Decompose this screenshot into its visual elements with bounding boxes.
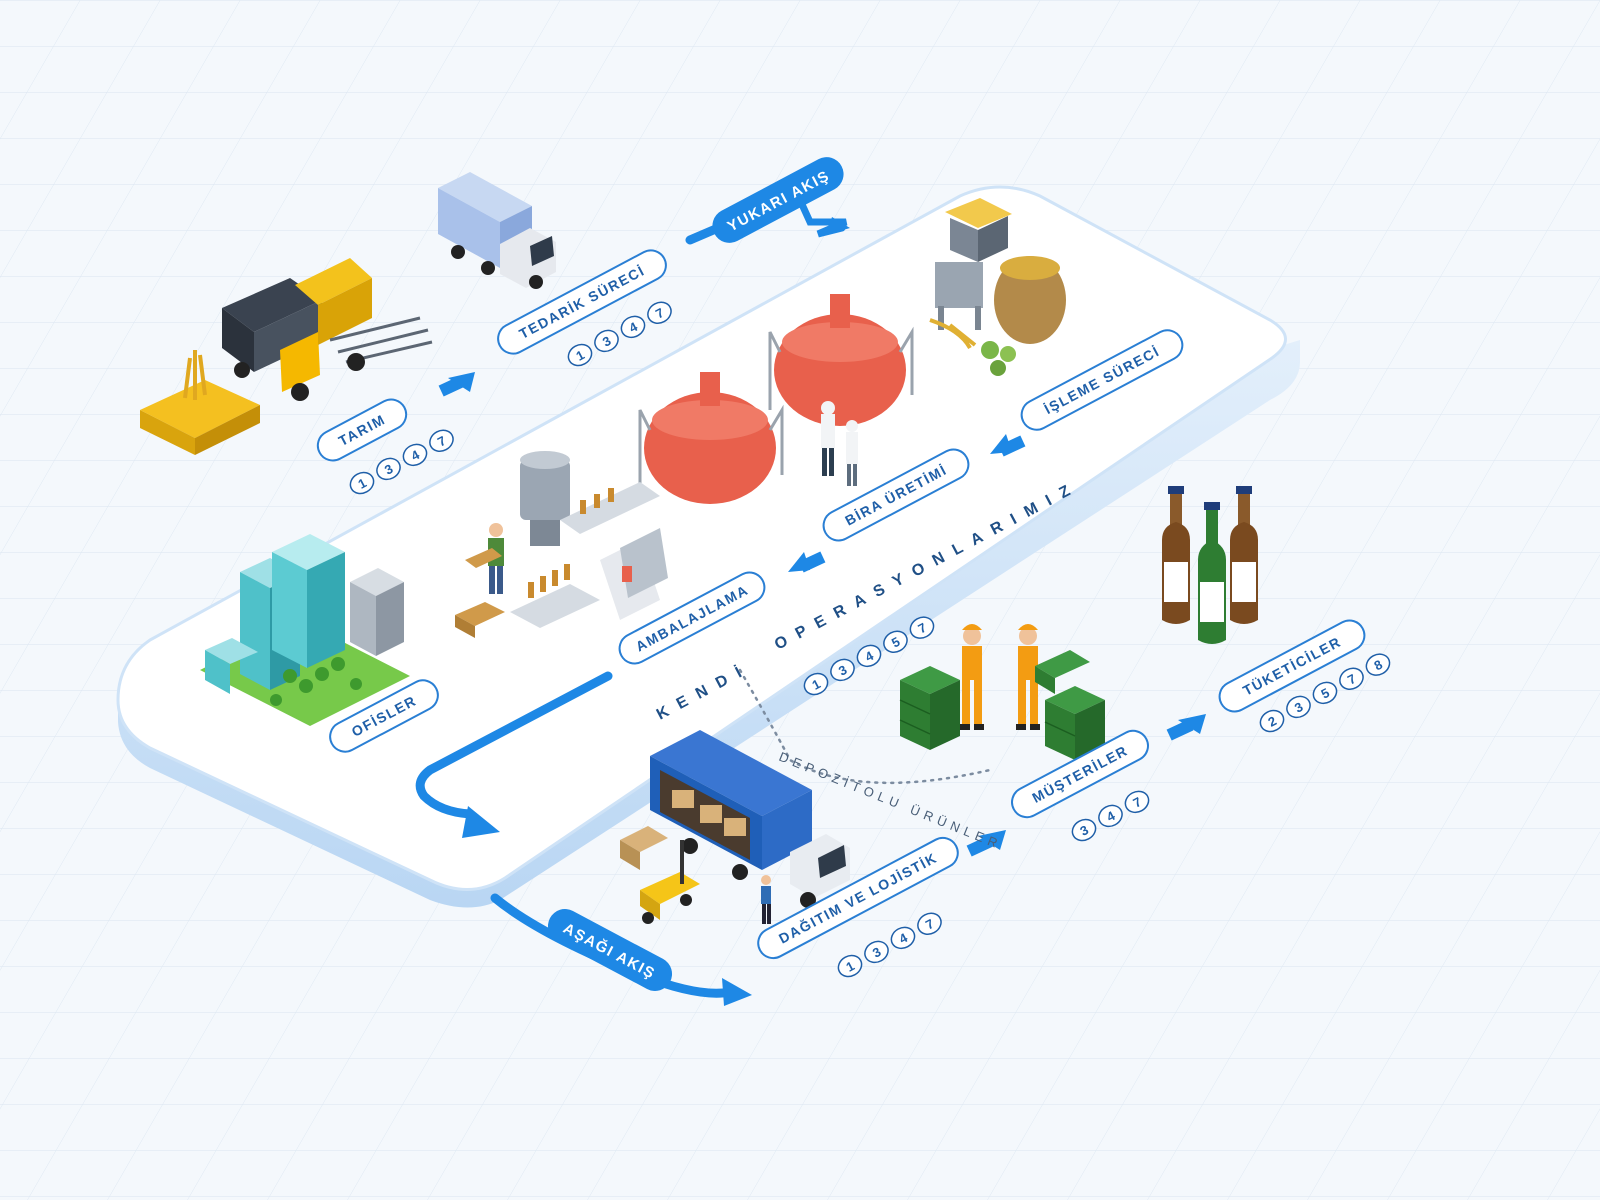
delivery-truck-icon <box>620 730 850 924</box>
bottling-line-icon <box>455 451 668 638</box>
dagitim-number-badge: 4 <box>890 926 916 950</box>
operations-number-badge: 5 <box>883 630 908 653</box>
tuketici-number-badge: 2 <box>1259 709 1285 733</box>
musteri-number-badge: 4 <box>1098 804 1123 828</box>
beer-bottles-icon <box>1162 486 1258 644</box>
operations-number-badge: 1 <box>803 672 829 696</box>
tedarik-number-badge: 3 <box>594 329 619 353</box>
dagitim-number-badge: 1 <box>837 954 863 978</box>
tarim-number-badge: 7 <box>429 429 454 452</box>
flow-arrows <box>415 175 1206 1006</box>
dagitim-number-badge: 7 <box>917 912 942 935</box>
office-buildings-icon <box>200 534 410 726</box>
dagitim-number-badge: 3 <box>864 940 889 964</box>
operations-number-badge: 3 <box>830 658 855 682</box>
crate-workers-icon <box>899 624 1105 760</box>
harvester-icon <box>140 258 433 455</box>
stage-pill-ofis: OFİSLER <box>329 679 439 753</box>
tarim-number-badge: 4 <box>402 443 428 467</box>
tedarik-number-badge: 1 <box>567 343 593 367</box>
supply-truck-icon <box>438 172 556 289</box>
tuketici-number-badge: 3 <box>1286 695 1311 719</box>
tarim-number-badge: 3 <box>376 457 401 481</box>
operations-number-badge: 7 <box>909 616 935 639</box>
tarim-number-badge: 1 <box>349 471 375 495</box>
grain-mill-icon <box>929 198 1066 376</box>
musteri-number-badge: 3 <box>1071 818 1097 842</box>
tedarik-number-badge: 7 <box>647 301 672 324</box>
tuketici-number-badge: 7 <box>1339 667 1364 690</box>
tedarik-number-badge: 4 <box>620 315 646 339</box>
brew-tank-icon <box>638 294 914 504</box>
tuketici-number-badge: 5 <box>1312 681 1338 705</box>
operations-number-badge: 4 <box>856 644 882 668</box>
tuketici-number-badge: 8 <box>1365 653 1391 676</box>
musteri-number-badge: 7 <box>1124 790 1150 814</box>
